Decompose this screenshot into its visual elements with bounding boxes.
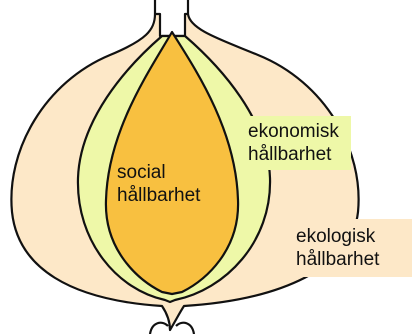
ecological-sustainability-label: ekologisk hållbarhet [286, 219, 412, 277]
social-label-line2: hållbarhet [117, 184, 200, 207]
economic-sustainability-label: ekonomisk hållbarhet [240, 116, 351, 170]
econ-label-line1: ekonomisk [248, 120, 351, 143]
eco-label-line2: hållbarhet [296, 248, 412, 271]
econ-label-line2: hållbarhet [248, 143, 351, 166]
eco-label-line1: ekologisk [296, 225, 412, 248]
social-sustainability-label: social hållbarhet [117, 161, 200, 207]
root-right-curl [176, 323, 194, 334]
social-label-line1: social [117, 161, 200, 184]
root-left-curl [150, 323, 168, 334]
